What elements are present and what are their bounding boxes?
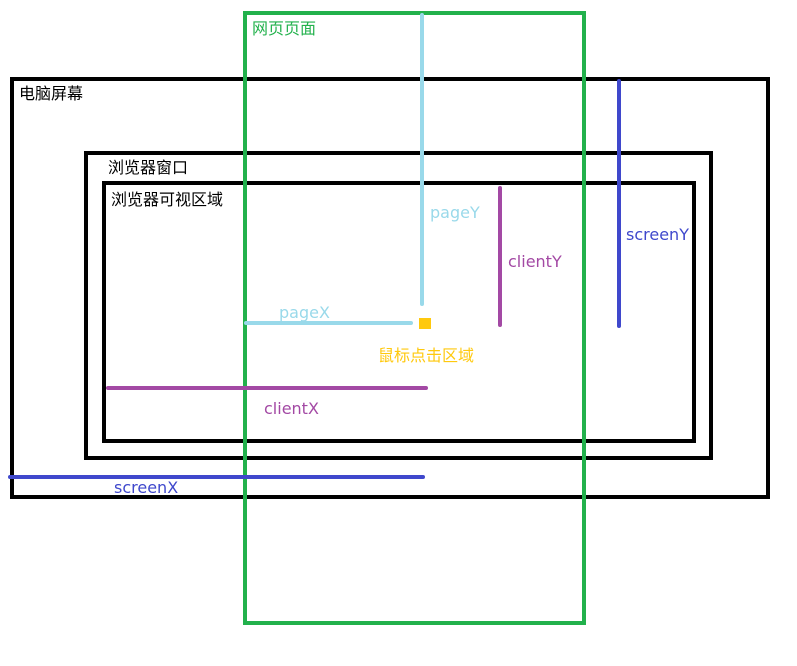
screen-label: 电脑屏幕 <box>19 84 83 103</box>
screen-rect <box>10 77 770 499</box>
webpage-rect <box>243 11 586 625</box>
clientx-label: clientX <box>264 399 319 418</box>
click-area-label: 鼠标点击区域 <box>378 346 474 365</box>
screeny-label: screenY <box>626 225 689 244</box>
screenx-label: screenX <box>114 478 178 497</box>
click-point <box>419 318 431 329</box>
pagey-label: pageY <box>430 203 480 222</box>
browser-window-label: 浏览器窗口 <box>108 158 188 177</box>
browser-window-rect <box>84 151 713 460</box>
viewport-rect <box>102 181 696 443</box>
viewport-label: 浏览器可视区域 <box>111 190 223 209</box>
clienty-label: clientY <box>508 252 562 271</box>
webpage-label: 网页页面 <box>252 19 316 38</box>
pagex-label: pageX <box>279 303 330 322</box>
